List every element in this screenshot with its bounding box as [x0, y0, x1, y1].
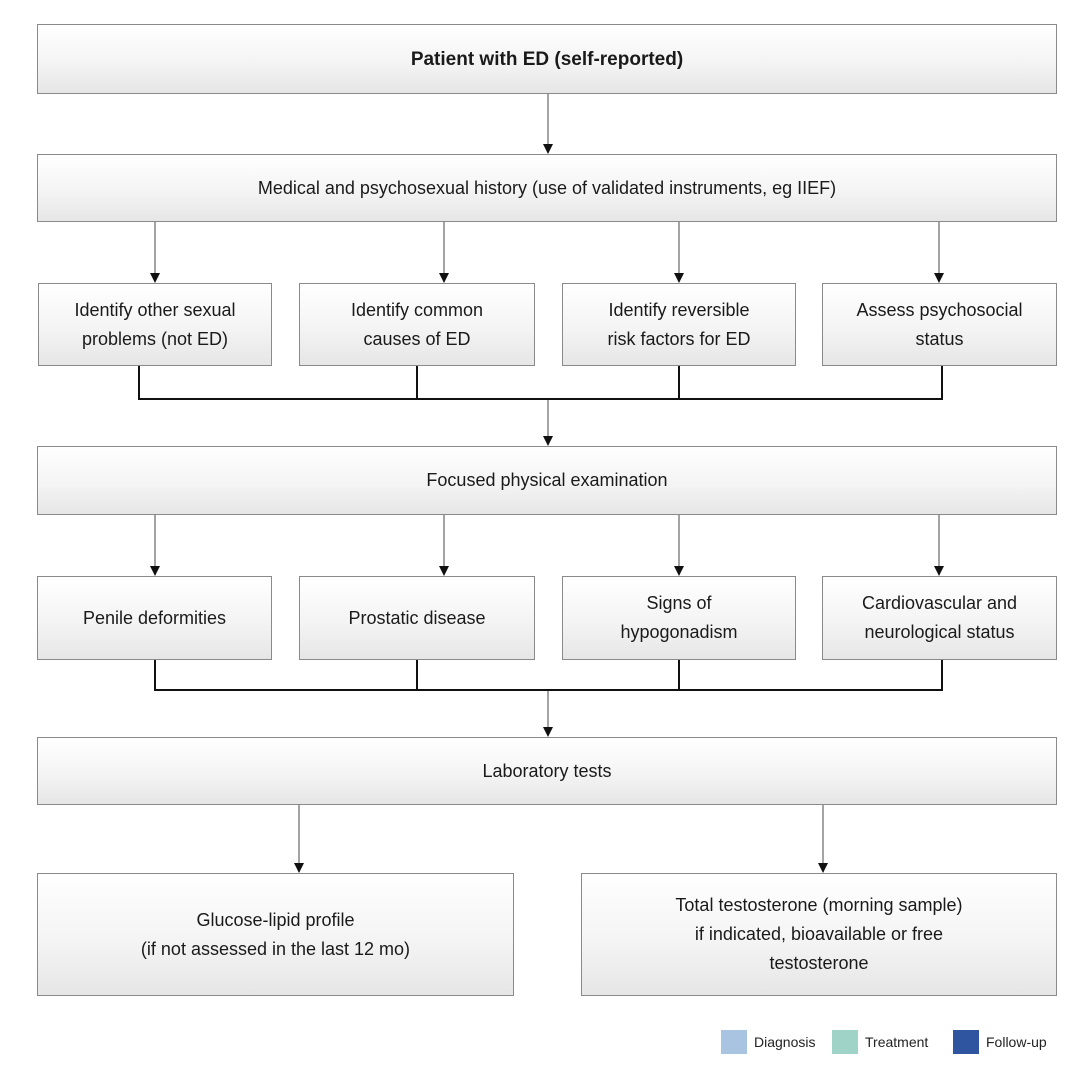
legend-swatch-treatment	[832, 1030, 858, 1054]
lab-tests-box: Laboratory tests	[37, 737, 1057, 805]
legend-swatch-diagnosis	[721, 1030, 747, 1054]
cardiovascular-box: Cardiovascular and neurological status	[822, 576, 1057, 660]
identify-reversible-box: Identify reversible risk factors for ED	[562, 283, 796, 366]
legend-label-follow-up: Follow-up	[986, 1034, 1047, 1050]
history-box: Medical and psychosexual history (use of…	[37, 154, 1057, 222]
glucose-box: Glucose-lipid profile (if not assessed i…	[37, 873, 514, 996]
bracket-identify-row	[138, 366, 943, 400]
prostatic-box: Prostatic disease	[299, 576, 535, 660]
bracket-exam-row	[154, 660, 943, 691]
assess-psychosocial-box: Assess psychosocial status	[822, 283, 1057, 366]
testosterone-box: Total testosterone (morning sample) if i…	[581, 873, 1057, 996]
legend-label-diagnosis: Diagnosis	[754, 1034, 816, 1050]
legend-follow-up: Follow-up	[953, 1030, 1047, 1054]
legend-label-treatment: Treatment	[865, 1034, 929, 1050]
hypogonadism-box: Signs of hypogonadism	[562, 576, 796, 660]
identify-common-box: Identify common causes of ED	[299, 283, 535, 366]
legend-treatment: Treatment	[832, 1030, 928, 1054]
patient-box: Patient with ED (self-reported)	[37, 24, 1057, 94]
legend-swatch-follow-up	[953, 1030, 979, 1054]
physical-exam-box: Focused physical examination	[37, 446, 1057, 515]
legend-diagnosis: Diagnosis	[721, 1030, 815, 1054]
identify-other-box: Identify other sexual problems (not ED)	[38, 283, 272, 366]
penile-box: Penile deformities	[37, 576, 272, 660]
